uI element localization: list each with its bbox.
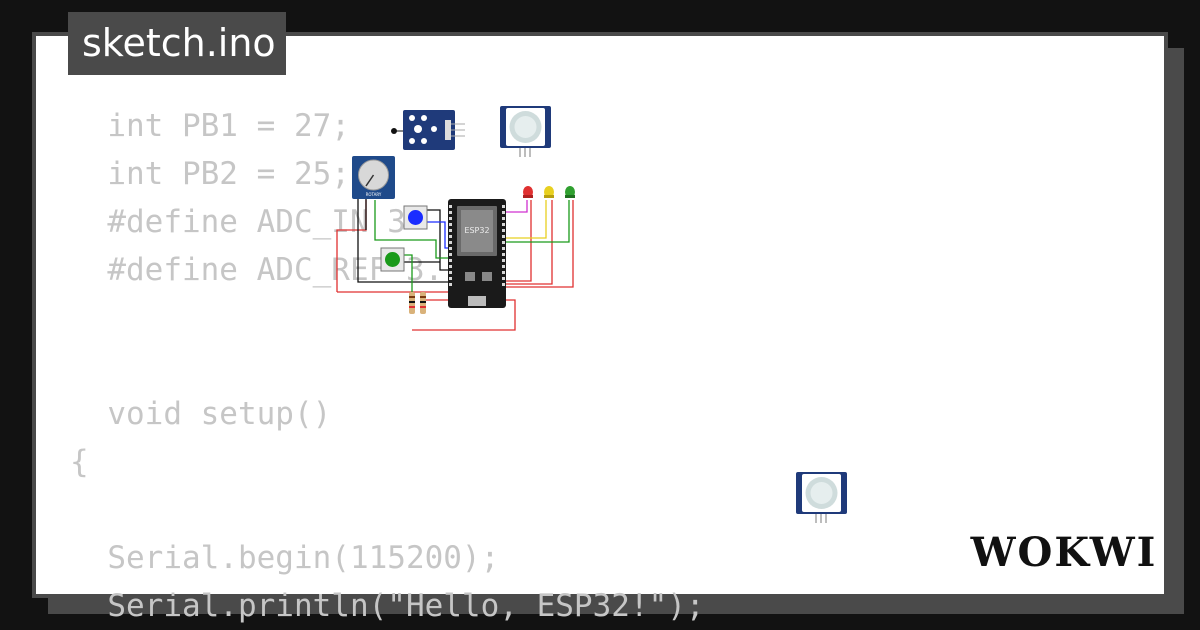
esp32-board: ESP32 (448, 199, 506, 308)
wire-black-3 (425, 209, 448, 271)
potentiometer: ROTARY (352, 156, 395, 199)
potentiometer-label: ROTARY (366, 192, 382, 197)
code-line-7: void setup() (70, 396, 332, 432)
wire-yellow-1 (505, 200, 547, 239)
wire-green-3 (505, 200, 570, 243)
esp32-label: ESP32 (464, 226, 489, 235)
wire-green-1 (374, 200, 448, 259)
code-line-11: Serial.println("Hello, ESP32!"); (70, 588, 705, 624)
led-red (523, 186, 533, 198)
wire-red-6 (505, 200, 532, 282)
code-editor: int PB1 = 27; int PB2 = 25; #define ADC_… (70, 102, 705, 630)
wire-blue-1 (425, 221, 448, 249)
led-yellow (544, 186, 554, 198)
preview-card: int PB1 = 27; int PB2 = 25; #define ADC_… (32, 32, 1168, 624)
code-line-8: { (70, 444, 89, 480)
wire-red-7 (423, 299, 448, 310)
wire-black-1 (357, 182, 448, 283)
wire-green-2 (404, 254, 413, 300)
wire-red-4 (505, 200, 574, 288)
wokwi-logo-text: WOKWI (970, 529, 1158, 576)
wire-magenta-1 (505, 200, 528, 213)
code-line-3: #define ADC_IN 3 (70, 204, 406, 240)
resistor-1 (409, 292, 415, 314)
code-line-1: int PB1 = 27; (70, 108, 350, 144)
pushbutton-blue[interactable] (403, 205, 428, 230)
pir-sensor-2 (796, 472, 847, 523)
wire-red-5 (505, 200, 553, 285)
code-line-10: Serial.begin(115200); (70, 540, 500, 576)
wire-red-3 (412, 299, 516, 331)
led-green (565, 186, 575, 198)
code-line-2: int PB2 = 25; (70, 156, 350, 192)
pushbutton-green[interactable] (380, 247, 405, 272)
code-line-4: #define ADC_REF 3. (70, 252, 444, 288)
filename-tab[interactable]: sketch.ino (68, 12, 286, 75)
wire-black-2 (358, 197, 367, 230)
pir-sensor-1 (500, 106, 551, 157)
temperature-sensor-module (391, 110, 465, 150)
resistor-2 (420, 292, 426, 314)
wokwi-logo[interactable]: WOKWI (970, 524, 1156, 580)
wire-red-1 (336, 200, 367, 292)
filename-label: sketch.ino (82, 21, 276, 65)
